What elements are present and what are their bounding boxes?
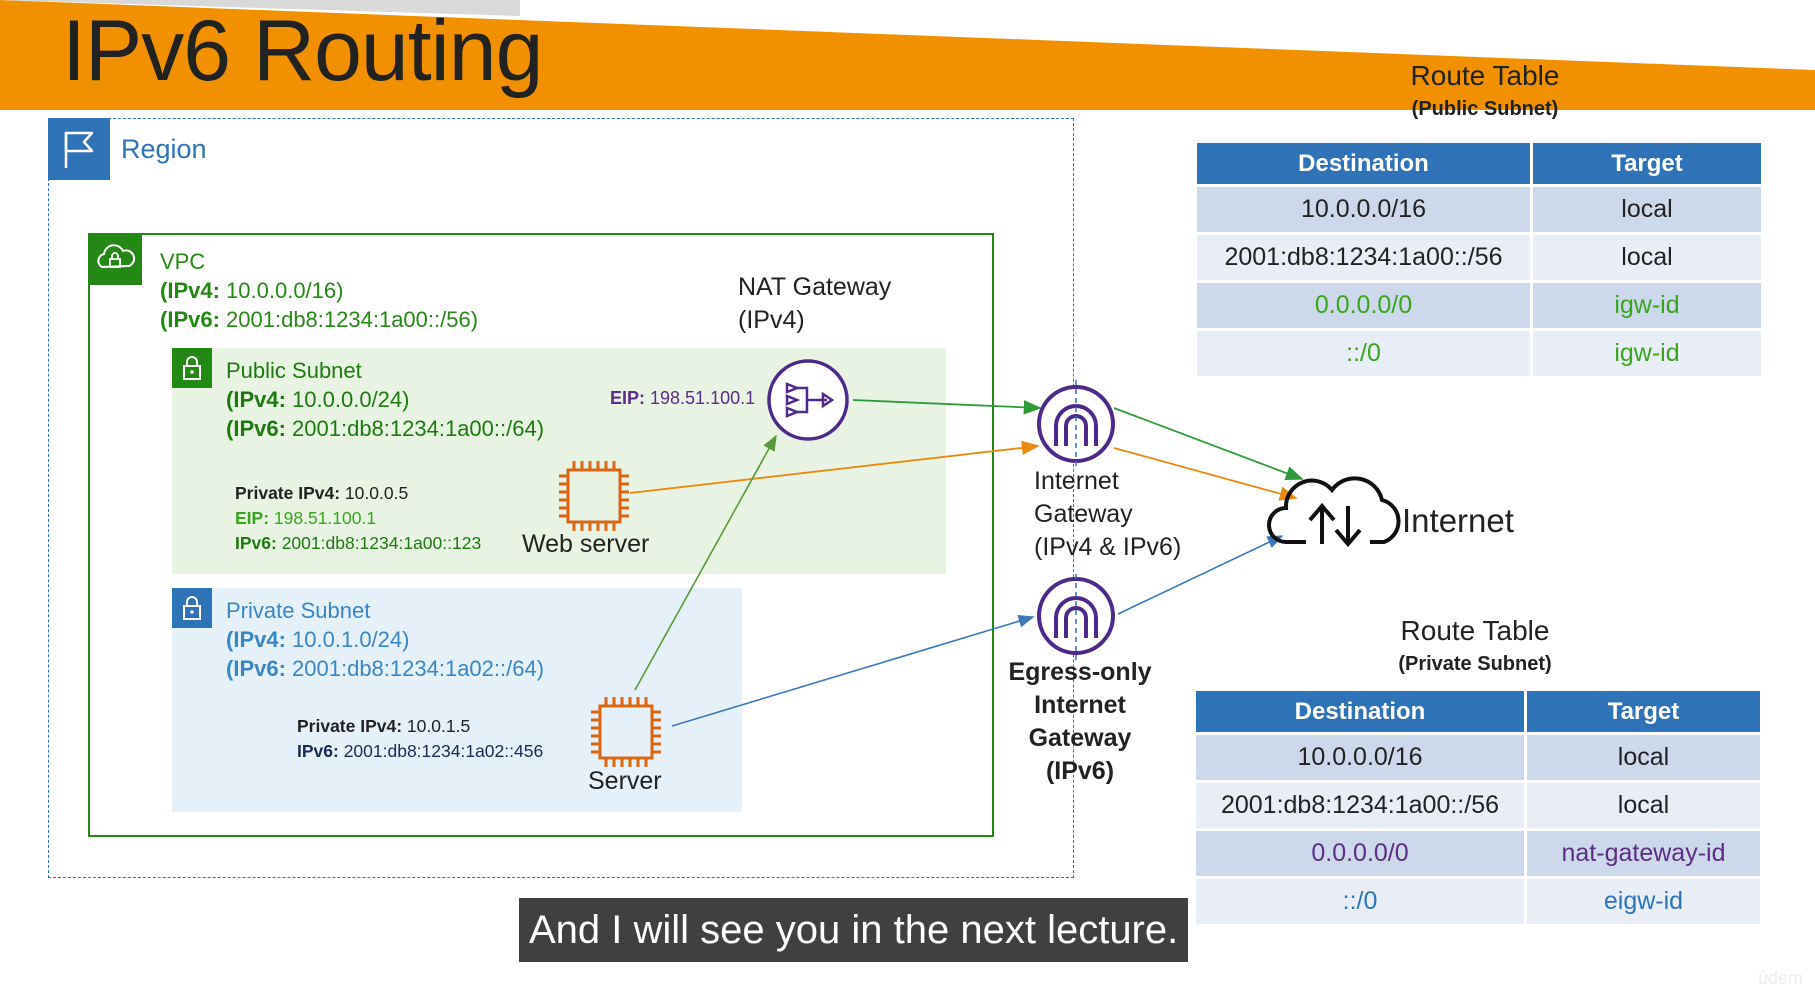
egress-only-gateway-label: Egress-only Internet Gateway (IPv6) [1008, 658, 1152, 785]
internet-cloud-icon [1267, 476, 1401, 548]
server-label: Server [588, 767, 662, 795]
nat-gateway-icon [767, 359, 849, 441]
web-server-ipv6: IPv6: 2001:db8:1234:1a00::123 [235, 533, 482, 553]
arrow-igw-to-internet-green [1113, 407, 1304, 481]
footer-band [0, 0, 1815, 110]
private-route-table: Destination Target 10.0.0.0/16 local 200… [1193, 688, 1763, 927]
internet-gateway-label: Internet Gateway (IPv4 & IPv6) [1034, 467, 1182, 561]
table-row: ::/0 eigw-id [1196, 879, 1760, 924]
col-target: Target [1527, 691, 1760, 732]
col-destination: Destination [1197, 143, 1530, 184]
table-row: 2001:db8:1234:1a00::/56 local [1196, 783, 1760, 828]
arrow-eigw-to-internet [1117, 535, 1284, 615]
public-route-table-subtitle: (Public Subnet) [1411, 98, 1559, 120]
video-caption: And I will see you in the next lecture. [519, 898, 1189, 962]
vpc-ipv4: (IPv4: 10.0.0.0/16) [160, 278, 344, 303]
private-route-table-subtitle: (Private Subnet) [1398, 653, 1552, 675]
region-label: Region [121, 134, 207, 164]
server-private-ipv4: Private IPv4: 10.0.1.5 [297, 716, 471, 736]
server-info: Private IPv4: 10.0.1.5 IPv6: 2001:db8:12… [297, 714, 543, 764]
nat-eip: EIP: 198.51.100.1 [610, 388, 756, 408]
page-title: IPv6 Routing [62, 3, 543, 99]
private-route-table-title: Route Table [1400, 615, 1550, 646]
public-route-table-title: Route Table [1410, 60, 1560, 91]
table-row: 0.0.0.0/0 igw-id [1197, 283, 1761, 328]
arrow-server-to-eigw [671, 615, 1035, 727]
private-subnet-name: Private Subnet [226, 598, 371, 623]
arrow-nat-to-igw [852, 399, 1042, 415]
public-subnet-lock-icon [172, 348, 212, 388]
public-subnet-ipv4: (IPv4: 10.0.0.0/24) [226, 387, 410, 412]
public-subnet-ipv6: (IPv6: 2001:db8:1234:1a00::/64) [226, 416, 545, 441]
arrow-igw-to-internet-orange [1113, 447, 1298, 501]
table-row: 2001:db8:1234:1a00::/56 local [1197, 235, 1761, 280]
col-target: Target [1533, 143, 1761, 184]
public-route-table: Destination Target 10.0.0.0/16 local 200… [1194, 140, 1764, 379]
web-server-private-ipv4: Private IPv4: 10.0.0.5 [235, 483, 409, 503]
table-row: ::/0 igw-id [1197, 331, 1761, 376]
web-server-chip-icon [559, 461, 629, 531]
vpc-ipv6: (IPv6: 2001:db8:1234:1a00::/56) [160, 307, 479, 332]
col-destination: Destination [1196, 691, 1524, 732]
private-subnet-info: Private Subnet (IPv4: 10.0.1.0/24) (IPv6… [226, 596, 544, 683]
udemy-watermark: ûdem [1758, 968, 1804, 988]
author-name: ephane Maarek [0, 948, 159, 973]
vpc-info: VPC (IPv4: 10.0.0.0/16) (IPv6: 2001:db8:… [160, 247, 478, 334]
private-subnet-lock-icon [172, 588, 212, 628]
region-container [48, 118, 1074, 878]
table-row: 10.0.0.0/16 local [1197, 187, 1761, 232]
table-row: 10.0.0.0/16 local [1196, 735, 1760, 780]
arrow-server-to-nat [634, 434, 777, 691]
table-row: 0.0.0.0/0 nat-gateway-id [1196, 831, 1760, 876]
vpc-cloud-lock-icon [88, 233, 142, 285]
server-chip-icon [591, 697, 661, 767]
web-server-eip: EIP: 198.51.100.1 [235, 508, 377, 528]
vpc-container [88, 233, 994, 837]
server-ipv6: IPv6: 2001:db8:1234:1a02::456 [297, 741, 544, 761]
internet-label: Internet [1402, 502, 1514, 539]
arrow-web-to-igw [629, 440, 1040, 494]
public-subnet-name: Public Subnet [226, 358, 362, 383]
vpc-name: VPC [160, 249, 206, 274]
nat-gateway-label: NAT Gateway (IPv4) [738, 273, 892, 334]
web-server-label: Web server [522, 530, 650, 558]
public-subnet-info: Public Subnet (IPv4: 10.0.0.0/24) (IPv6:… [226, 356, 544, 443]
web-server-info: Private IPv4: 10.0.0.5 EIP: 198.51.100.1… [235, 481, 481, 556]
private-subnet-ipv4: (IPv4: 10.0.1.0/24) [226, 627, 410, 652]
region-flag-icon [48, 118, 110, 180]
private-subnet-ipv6: (IPv6: 2001:db8:1234:1a02::/64) [226, 656, 545, 681]
